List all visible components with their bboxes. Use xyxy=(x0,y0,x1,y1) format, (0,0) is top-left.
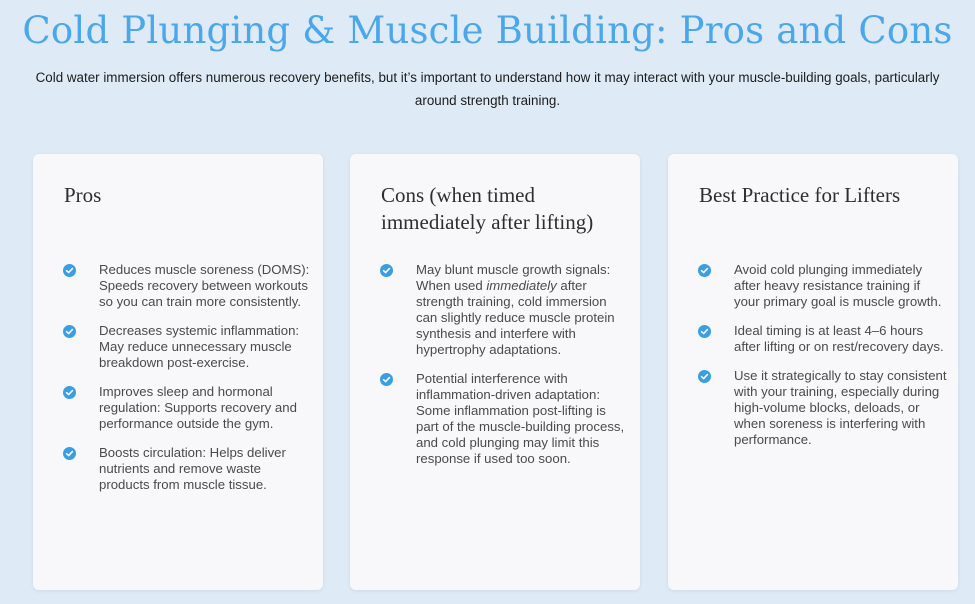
check-circle-icon xyxy=(698,264,711,277)
list-item-text: May blunt muscle growth signals: When us… xyxy=(416,262,615,357)
list-item: May blunt muscle growth signals: When us… xyxy=(380,262,630,358)
cons-heading: Cons (when timed immediately after lifti… xyxy=(381,183,594,234)
list-item-text: Reduces muscle soreness (DOMS): Speeds r… xyxy=(99,262,310,309)
list-item: Improves sleep and hormonal regulation: … xyxy=(63,384,313,432)
check-circle-icon xyxy=(63,264,76,277)
list-item-text: Ideal timing is at least 4–6 hours after… xyxy=(734,323,944,354)
list-item-text: Potential interference with inflammation… xyxy=(416,371,625,466)
list-item-text: Avoid cold plunging immediately after he… xyxy=(734,262,942,309)
check-circle-icon xyxy=(380,264,393,277)
best-practice-heading: Best Practice for Lifters xyxy=(699,183,901,207)
list-item-text: Improves sleep and hormonal regulation: … xyxy=(99,384,297,431)
check-circle-icon xyxy=(380,373,393,386)
check-circle-icon xyxy=(63,325,76,338)
list-item-text-end: after strength training, cold immersion … xyxy=(416,278,615,357)
pros-list: Reduces muscle soreness (DOMS): Speeds r… xyxy=(63,262,313,506)
list-item: Potential interference with inflammation… xyxy=(380,371,630,467)
list-item: Decreases systemic inflammation: May red… xyxy=(63,323,313,371)
check-circle-icon xyxy=(698,325,711,338)
intro-text: Cold water immersion offers numerous rec… xyxy=(35,70,940,108)
check-circle-icon xyxy=(63,386,76,399)
list-item-text: Boosts circulation: Helps deliver nutrie… xyxy=(99,445,286,492)
list-item-text: Use it strategically to stay consistent … xyxy=(734,368,947,447)
list-item: Ideal timing is at least 4–6 hours after… xyxy=(698,323,948,355)
best-practice-list: Avoid cold plunging immediately after he… xyxy=(698,262,948,461)
list-item: Avoid cold plunging immediately after he… xyxy=(698,262,948,310)
emphasis-text: immediately xyxy=(486,278,557,293)
pros-heading: Pros xyxy=(64,183,102,207)
list-item-text: Decreases systemic inflammation: May red… xyxy=(99,323,300,370)
cons-card: Cons (when timed immediately after lifti… xyxy=(350,154,640,590)
list-item: Reduces muscle soreness (DOMS): Speeds r… xyxy=(63,262,313,310)
best-practice-card: Best Practice for Lifters Avoid cold plu… xyxy=(668,154,958,590)
pros-card: Pros Reduces muscle soreness (DOMS): Spe… xyxy=(33,154,323,590)
cons-list: May blunt muscle growth signals: When us… xyxy=(380,262,630,480)
page-title: Cold Plunging & Muscle Building: Pros an… xyxy=(22,9,953,52)
check-circle-icon xyxy=(63,447,76,460)
list-item: Boosts circulation: Helps deliver nutrie… xyxy=(63,445,313,493)
list-item-text-start: May blunt muscle growth signals: When us… xyxy=(416,262,611,293)
list-item: Use it strategically to stay consistent … xyxy=(698,368,948,448)
check-circle-icon xyxy=(698,370,711,383)
